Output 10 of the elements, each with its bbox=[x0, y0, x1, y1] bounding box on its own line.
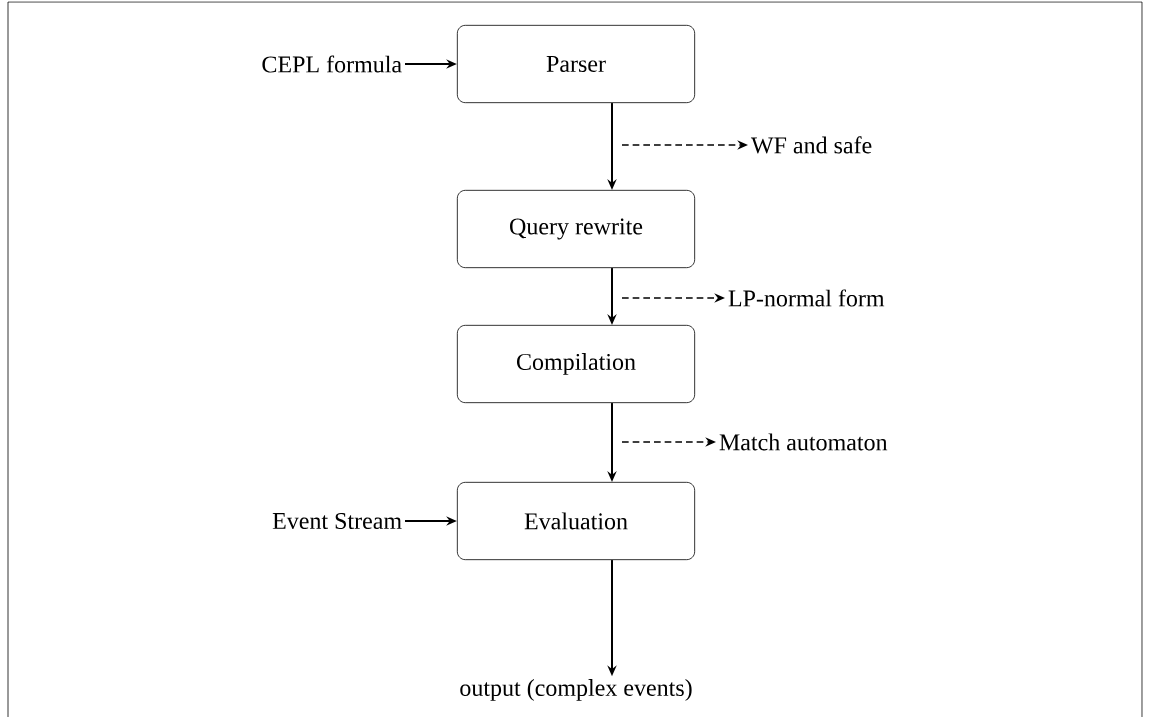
text-label: output (complex events) bbox=[460, 679, 692, 701]
process-box: Evaluation bbox=[456, 481, 696, 561]
text-label: Event Stream bbox=[272, 512, 402, 530]
text-label: LP-normal form bbox=[728, 289, 885, 307]
text-label: CEPL formula bbox=[262, 55, 402, 73]
text-label: WF and safe bbox=[750, 136, 872, 154]
process-box: Parser bbox=[456, 24, 696, 104]
process-box: Query rewrite bbox=[456, 189, 696, 269]
text-label: Match automaton bbox=[719, 433, 888, 451]
process-box: Compilation bbox=[456, 324, 696, 404]
